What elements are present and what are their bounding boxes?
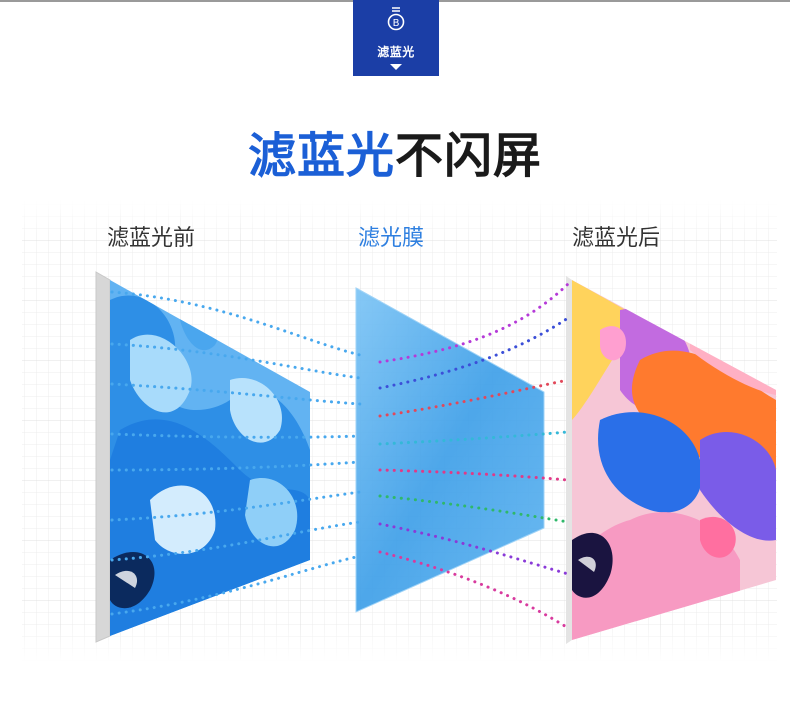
svg-text:B: B bbox=[393, 18, 400, 29]
filter-film bbox=[355, 287, 545, 613]
lightbulb-b-icon: B bbox=[387, 7, 405, 31]
label-film: 滤光膜 bbox=[358, 226, 425, 251]
label-after: 滤蓝光后 bbox=[572, 226, 661, 251]
badge-arrow-icon bbox=[390, 64, 402, 70]
page-headline: 滤蓝光不闪屏 bbox=[0, 116, 790, 186]
light-rays-after bbox=[378, 282, 570, 630]
label-before: 滤蓝光前 bbox=[107, 226, 196, 251]
section-badge: B 滤蓝光 bbox=[353, 0, 439, 76]
headline-rest: 不闪屏 bbox=[395, 128, 543, 184]
badge-label: 滤蓝光 bbox=[377, 45, 415, 59]
light-rays-before bbox=[110, 290, 362, 616]
headline-highlight: 滤蓝光 bbox=[247, 128, 395, 184]
